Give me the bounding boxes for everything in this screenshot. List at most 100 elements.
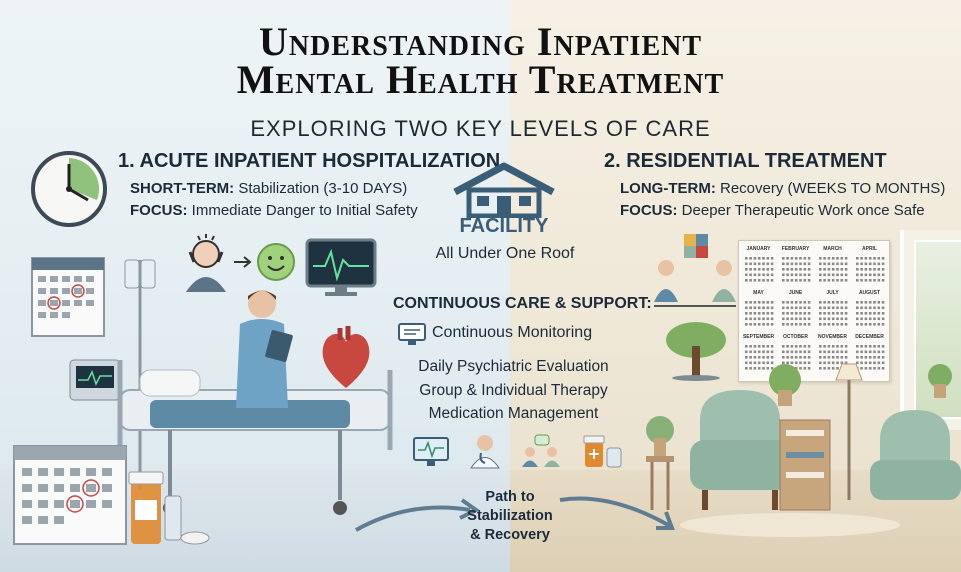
calendar-day-dot — [827, 257, 831, 260]
calendar-day-dot — [823, 323, 826, 326]
calendar-day-dot — [856, 306, 859, 310]
facility-label: FACILITY — [459, 215, 549, 237]
calendar-day-dot — [745, 279, 748, 282]
residential-room-illustration — [646, 363, 961, 537]
calendar-day-dot — [844, 273, 848, 277]
calendar-day-dot — [753, 350, 757, 354]
calendar-day-dot — [790, 279, 794, 282]
calendar-day-dot — [881, 279, 885, 282]
calendar-day-dot — [799, 279, 802, 282]
calendar-day-dot — [823, 345, 826, 348]
calendar-day-dot — [844, 306, 848, 310]
hospital-room-illustration — [69, 259, 393, 515]
calendar-day-dot — [807, 356, 811, 359]
calendar-day-dot — [803, 323, 807, 326]
calendar-day-dot — [803, 350, 807, 354]
calendar-day-dot — [840, 323, 844, 326]
calendar-day-dot — [881, 317, 885, 321]
residential-focus-label: FOCUS: — [620, 202, 678, 219]
calendar-day-dot — [827, 361, 831, 365]
calendar-day-dot — [831, 323, 835, 326]
vitals-screen-icon — [413, 437, 449, 466]
calendar-day-dot — [745, 257, 748, 260]
calendar-day-dot — [794, 356, 798, 359]
calendar-day-dot — [823, 279, 826, 282]
care-item-therapy: Group & Individual Therapy — [419, 382, 608, 399]
calendar-day-dot — [770, 345, 774, 348]
calendar-day-dot — [770, 257, 774, 260]
calendar-day-dot — [840, 257, 844, 260]
calendar-day-dot — [860, 301, 863, 304]
calendar-day-dot — [827, 279, 831, 282]
calendar-day-dot — [873, 301, 876, 304]
calendar-day-dot — [831, 367, 835, 370]
calendar-day-dot — [790, 306, 794, 310]
calendar-day-dot — [881, 262, 885, 266]
calendar-day-dot — [819, 361, 822, 365]
calendar-day-dot — [881, 268, 885, 271]
calendar-day-dot — [794, 361, 798, 365]
calendar-day-dot — [831, 312, 835, 315]
calendar-day-dot — [794, 279, 798, 282]
calendar-day-dot — [823, 312, 826, 315]
calendar-day-dot — [766, 312, 770, 315]
calendar-day-dot — [831, 361, 835, 365]
calendar-day-dot — [864, 257, 868, 260]
stressed-to-calm-icon — [186, 234, 295, 292]
calendar-day-dot — [836, 262, 839, 266]
calendar-day-dot — [819, 312, 822, 315]
calendar-day-dot — [827, 317, 831, 321]
calendar-day-dot — [831, 279, 835, 282]
calendar-day-dot — [766, 317, 770, 321]
calendar-day-dot — [794, 262, 798, 266]
calendar-day-dot — [766, 301, 770, 304]
acute-heading: 1. ACUTE INPATIENT HOSPITALIZATION — [118, 150, 501, 172]
calendar-day-dot — [749, 268, 752, 271]
calendar-day-dot — [840, 350, 844, 354]
calendar-day-dot — [770, 262, 774, 266]
title-line-2: Mental Health Treatment — [236, 57, 725, 102]
calendar-day-dot — [749, 323, 752, 326]
calendar-day-dot — [782, 312, 785, 315]
calendar-month-september: SEPTEMBER — [742, 334, 775, 340]
care-item-monitoring: Continuous Monitoring — [432, 324, 593, 341]
calendar-day-dot — [827, 345, 831, 348]
calendar-day-dot — [770, 268, 774, 271]
calendar-day-dot — [823, 273, 826, 277]
calendar-day-dot — [831, 268, 835, 271]
calendar-month-december: DECEMBER — [855, 334, 884, 340]
calendar-day-dot — [749, 312, 752, 315]
calendar-month-june: JUNE — [788, 290, 803, 296]
calendar-day-dot — [873, 268, 876, 271]
nurse-icon — [236, 290, 293, 408]
care-heading: CONTINUOUS CARE & SUPPORT: — [393, 295, 652, 312]
calendar-day-dot — [823, 350, 826, 354]
calendar-day-dot — [856, 323, 859, 326]
calendar-day-dot — [766, 268, 770, 271]
calendar-day-dot — [794, 273, 798, 277]
calendar-day-dot — [807, 345, 811, 348]
calendar-day-dot — [782, 323, 785, 326]
calendar-day-dot — [860, 323, 863, 326]
calendar-day-dot — [790, 301, 794, 304]
calendar-day-dot — [803, 361, 807, 365]
calendar-day-dot — [745, 350, 748, 354]
calendar-day-dot — [836, 356, 839, 359]
calendar-day-dot — [823, 268, 826, 271]
calendar-day-dot — [819, 317, 822, 321]
calendar-day-dot — [757, 257, 761, 260]
calendar-day-dot — [790, 257, 794, 260]
calendar-day-dot — [803, 301, 807, 304]
calendar-day-dot — [844, 268, 848, 271]
calendar-day-dot — [868, 317, 872, 321]
calendar-day-dot — [844, 301, 848, 304]
calendar-day-dot — [745, 317, 748, 321]
calendar-day-dot — [881, 312, 885, 315]
calendar-day-dot — [836, 312, 839, 315]
calendar-day-dot — [873, 257, 876, 260]
calendar-day-dot — [782, 356, 785, 359]
calendar-day-dot — [766, 361, 770, 365]
calendar-day-dot — [807, 317, 811, 321]
calendar-day-dot — [745, 367, 748, 370]
calendar-day-dot — [877, 306, 881, 310]
